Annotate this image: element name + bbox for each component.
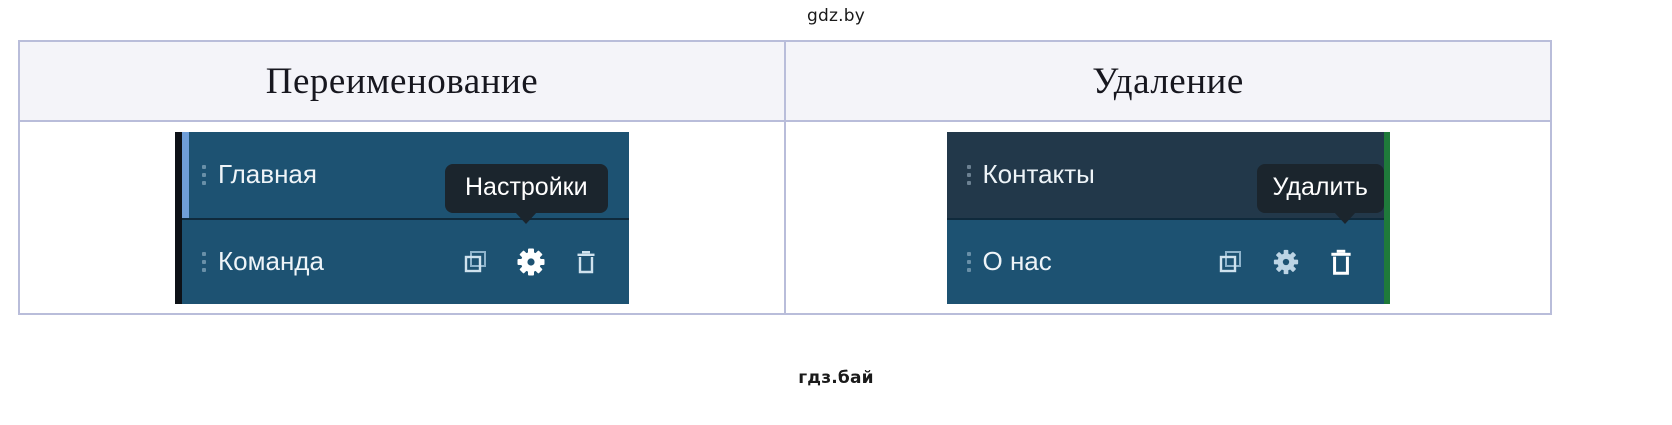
delete-panel-screenshot: Контакты О нас: [946, 131, 1390, 304]
tooltip-arrow-icon: [515, 212, 538, 224]
gear-icon[interactable]: [516, 247, 546, 277]
header-label-rename: Переименование: [265, 60, 539, 102]
delete-menu-item-about[interactable]: О нас: [946, 217, 1384, 304]
comparison-table-wrapper: Переименование Удаление Главная: [18, 40, 1552, 315]
delete-menu-item-contacts-label: Контакты: [982, 159, 1095, 189]
table-body-row: Главная Команда: [18, 120, 1552, 315]
rename-menu-item-team[interactable]: Команда: [182, 217, 629, 304]
rename-menu-item-team-label: Команда: [218, 246, 324, 276]
drag-handle-icon[interactable]: [961, 251, 977, 272]
delete-action-icons: [1216, 247, 1356, 277]
rename-action-icons: [461, 247, 601, 277]
trash-icon[interactable]: [1326, 247, 1356, 277]
rename-menu-item-home-label: Главная: [218, 159, 317, 189]
header-cell-delete: Удаление: [784, 40, 1552, 122]
comparison-table: Переименование Удаление Главная: [18, 40, 1552, 315]
table-header-row: Переименование Удаление: [18, 40, 1552, 122]
watermark-top: gdz.by: [807, 6, 865, 26]
drag-handle-icon[interactable]: [196, 251, 212, 272]
tooltip-arrow-icon: [1333, 212, 1356, 224]
body-cell-rename: Главная Команда: [18, 120, 786, 315]
gear-icon[interactable]: [1271, 247, 1301, 277]
drag-handle-icon[interactable]: [961, 164, 977, 185]
delete-menu-item-about-label: О нас: [982, 246, 1052, 276]
rename-tooltip-label: Настройки: [465, 172, 588, 201]
watermark-bottom: гдз.бай: [798, 368, 874, 388]
rename-panel-screenshot: Главная Команда: [175, 131, 629, 304]
delete-tooltip-label: Удалить: [1272, 172, 1368, 201]
delete-tooltip: Удалить: [1256, 163, 1384, 224]
duplicate-icon[interactable]: [1216, 247, 1246, 277]
drag-handle-icon[interactable]: [196, 164, 212, 185]
header-label-delete: Удаление: [1092, 60, 1244, 102]
selection-accent-bar: [182, 131, 189, 218]
header-cell-rename: Переименование: [18, 40, 786, 122]
body-cell-delete: Контакты О нас: [784, 120, 1552, 315]
rename-tooltip: Настройки: [445, 163, 608, 224]
duplicate-icon[interactable]: [461, 247, 491, 277]
trash-icon[interactable]: [571, 247, 601, 277]
